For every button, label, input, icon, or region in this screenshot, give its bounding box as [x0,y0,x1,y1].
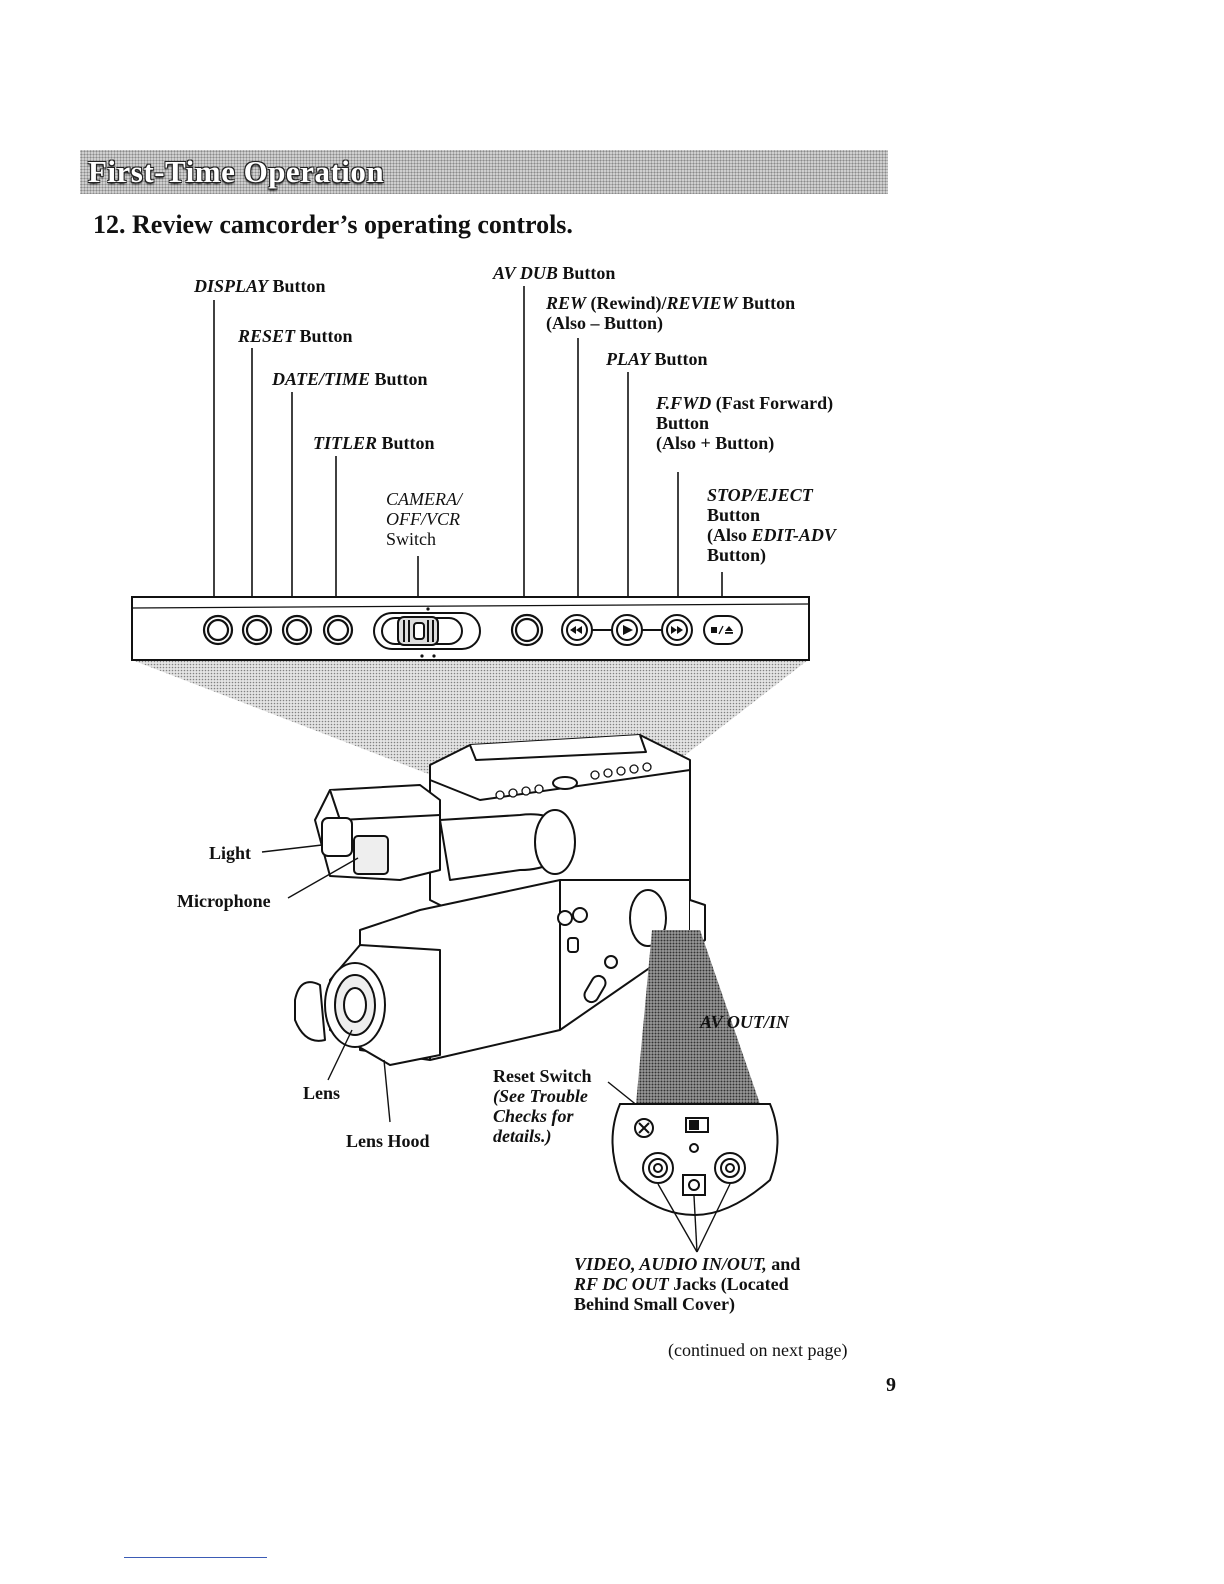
page-number: 9 [886,1374,896,1396]
ffwd-button-label: F.FWD (Fast Forward) Button (Also + Butt… [656,393,834,453]
section-banner: First-Time Operation [80,150,888,194]
step-heading: 12. Review camcorder’s operating control… [93,210,573,239]
play-button-label: PLAY Button [606,349,708,369]
rewind-icon [570,626,576,634]
datetime-button-label: DATE/TIME Button [272,369,428,389]
stop-eject-icon [711,625,733,635]
lens-label: Lens [303,1083,341,1103]
continued-note: (continued on next page) [668,1340,848,1360]
control-panel [131,596,810,661]
av-jack-panel [611,1103,779,1217]
reset-button-label: RESET Button [238,326,353,346]
play-icon [623,625,633,635]
av-out-in-switch-label: AV OUT/IN [700,1012,789,1032]
jacks-label: VIDEO, AUDIO IN/OUT, and RF DC OUT Jacks… [574,1254,801,1314]
avdub-button-label: AV DUB Button [493,263,616,283]
titler-button-label: TITLER Button [313,433,435,453]
microphone-label: Microphone [177,891,271,911]
camera-switch-label: CAMERA/ OFF/VCR Switch [386,489,462,549]
av-panel-projection [636,930,760,1104]
stop-eject-button-label: STOP/EJECT Button (Also EDIT-ADV Button) [707,485,836,565]
light-label: Light [209,843,252,863]
fast-forward-icon [671,626,677,634]
rew-button-label: REW (Rewind)/REVIEW Button (Also – Butto… [546,293,796,333]
reset-switch-label: Reset Switch (See Trouble Checks for det… [493,1066,592,1146]
display-button-label: DISPLAY Button [194,276,326,296]
camcorder-body [294,734,706,1066]
bottom-rule [124,1557,267,1558]
section-title: First-Time Operation [88,154,385,189]
lens-hood-label: Lens Hood [346,1131,430,1151]
